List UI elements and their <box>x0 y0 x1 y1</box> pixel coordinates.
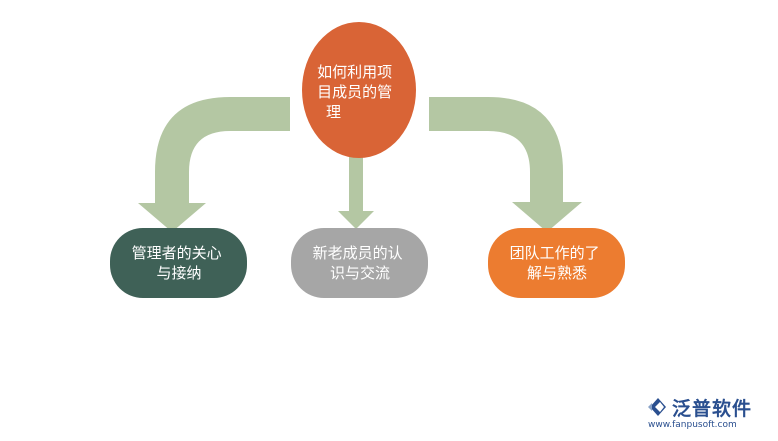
child-2-line-1: 新老成员的认 <box>313 244 403 262</box>
child-2-line-2: 识与交流 <box>330 264 390 282</box>
arrow-right <box>429 97 582 232</box>
brand-logo: 泛普软件 www.fanpusoft.com <box>646 394 770 434</box>
child-node-manager-care <box>110 228 247 298</box>
child-3-line-2: 解与熟悉 <box>527 264 587 282</box>
child-1-line-2: 与接纳 <box>156 264 201 282</box>
child-node-team-work-label: 团队工作的了 解与熟悉 <box>510 244 605 282</box>
root-node <box>302 22 416 158</box>
logo-url: www.fanpusoft.com <box>648 420 737 430</box>
arrow-center <box>338 130 374 229</box>
child-node-manager-care-label: 管理者的关心 与接纳 <box>132 244 227 282</box>
child-3-line-1: 团队工作的了 <box>510 244 600 262</box>
child-node-member-exchange-label: 新老成员的认 识与交流 <box>313 244 408 282</box>
logo-name: 泛普软件 <box>672 398 753 420</box>
root-node-label: 如何利用项 目成员的管 理 <box>317 63 397 121</box>
root-line-1: 如何利用项 <box>317 63 392 81</box>
root-line-2: 目成员的管 <box>317 83 392 101</box>
child-node-member-exchange <box>291 228 428 298</box>
child-node-team-work <box>488 228 625 298</box>
logo-mark-icon <box>648 398 666 416</box>
child-1-line-1: 管理者的关心 <box>132 244 222 262</box>
root-line-3: 理 <box>326 103 341 121</box>
arrow-left <box>138 97 290 232</box>
